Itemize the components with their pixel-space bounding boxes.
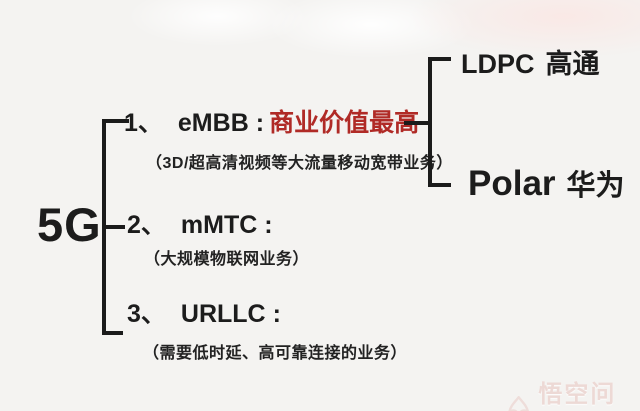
embb-to-coding-connector-line <box>404 121 431 125</box>
scenario-urllc-title: 3、 URLLC: <box>127 300 286 329</box>
scenario-mmtc-colon: : <box>264 211 273 239</box>
watermark-text: 悟空问答 <box>538 381 617 408</box>
leaf-polar-huawei: Polar 华为 <box>468 162 625 204</box>
right-bracket-arm-polar <box>428 183 451 187</box>
root-node-5g: 5G <box>37 198 102 251</box>
left-bracket-arm-embb <box>102 119 129 123</box>
watermark: 悟空问答 <box>504 374 640 411</box>
scenario-urllc-number: 3、 <box>127 300 166 328</box>
left-bracket-arm-urllc <box>102 331 123 335</box>
scenario-embb-name: eMBB <box>177 109 249 137</box>
scenario-mmtc-note: （大规模物联网业务） <box>144 251 310 268</box>
right-bracket-arm-ldpc <box>428 57 451 61</box>
scenario-urllc-colon: : <box>272 300 281 328</box>
scenario-embb-note: （3D/超高清视频等大流量移动宽带业务） <box>146 155 453 172</box>
right-bracket-vertical-line <box>428 57 432 187</box>
scenario-embb-colon: : <box>255 109 265 137</box>
scenario-embb-highlight: 商业价值最高 <box>269 109 420 137</box>
scenario-urllc-name: URLLC <box>180 300 266 328</box>
left-bracket-arm-mmtc <box>102 225 125 229</box>
scenario-mmtc-title: 2、 mMTC: <box>127 211 278 240</box>
scenario-mmtc-name: mMTC <box>180 211 258 239</box>
scenario-embb-number: 1、 <box>124 109 163 137</box>
coding-ldpc-code: LDPC <box>461 49 535 79</box>
wukong-monkey-icon <box>508 396 529 411</box>
coding-polar-vendor: 华为 <box>566 170 625 202</box>
scenario-mmtc-number: 2、 <box>127 211 166 239</box>
coding-polar-code: Polar <box>468 164 556 203</box>
scenario-embb-title: 1、 eMBB:商业价值最高 <box>124 109 420 138</box>
coding-ldpc-vendor: 高通 <box>545 49 600 79</box>
scenario-urllc-note: （需要低时延、高可靠连接的业务） <box>143 345 408 362</box>
leaf-ldpc-qualcomm: LDPC 高通 <box>461 42 600 81</box>
